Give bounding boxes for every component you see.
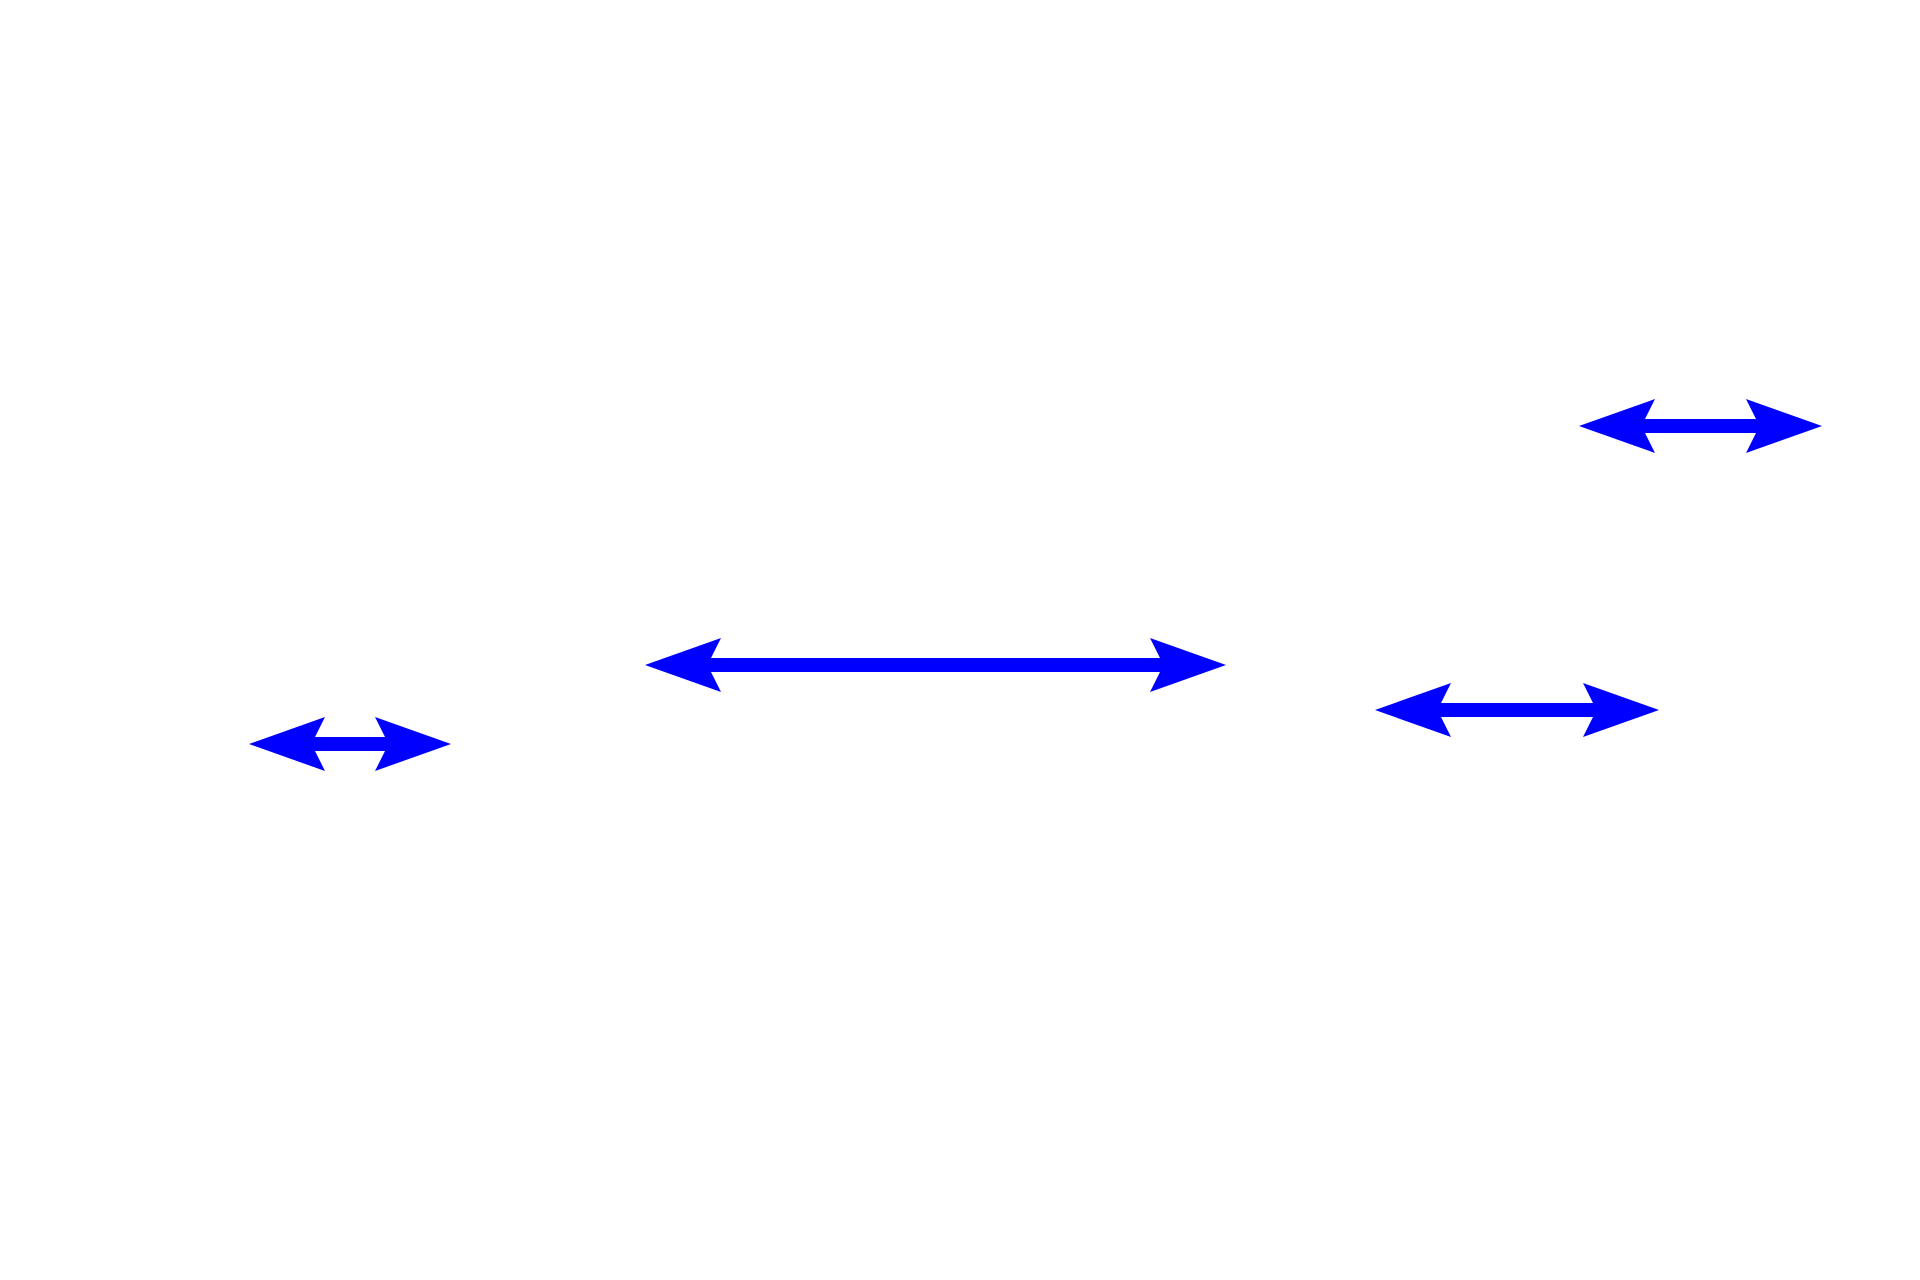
double-arrow-center-long: [645, 638, 1226, 692]
double-arrow-left-short: [249, 717, 451, 771]
arrows-group: [249, 399, 1822, 771]
double-arrow-right-middle: [1375, 683, 1659, 737]
double-arrow-top-right: [1579, 399, 1822, 453]
